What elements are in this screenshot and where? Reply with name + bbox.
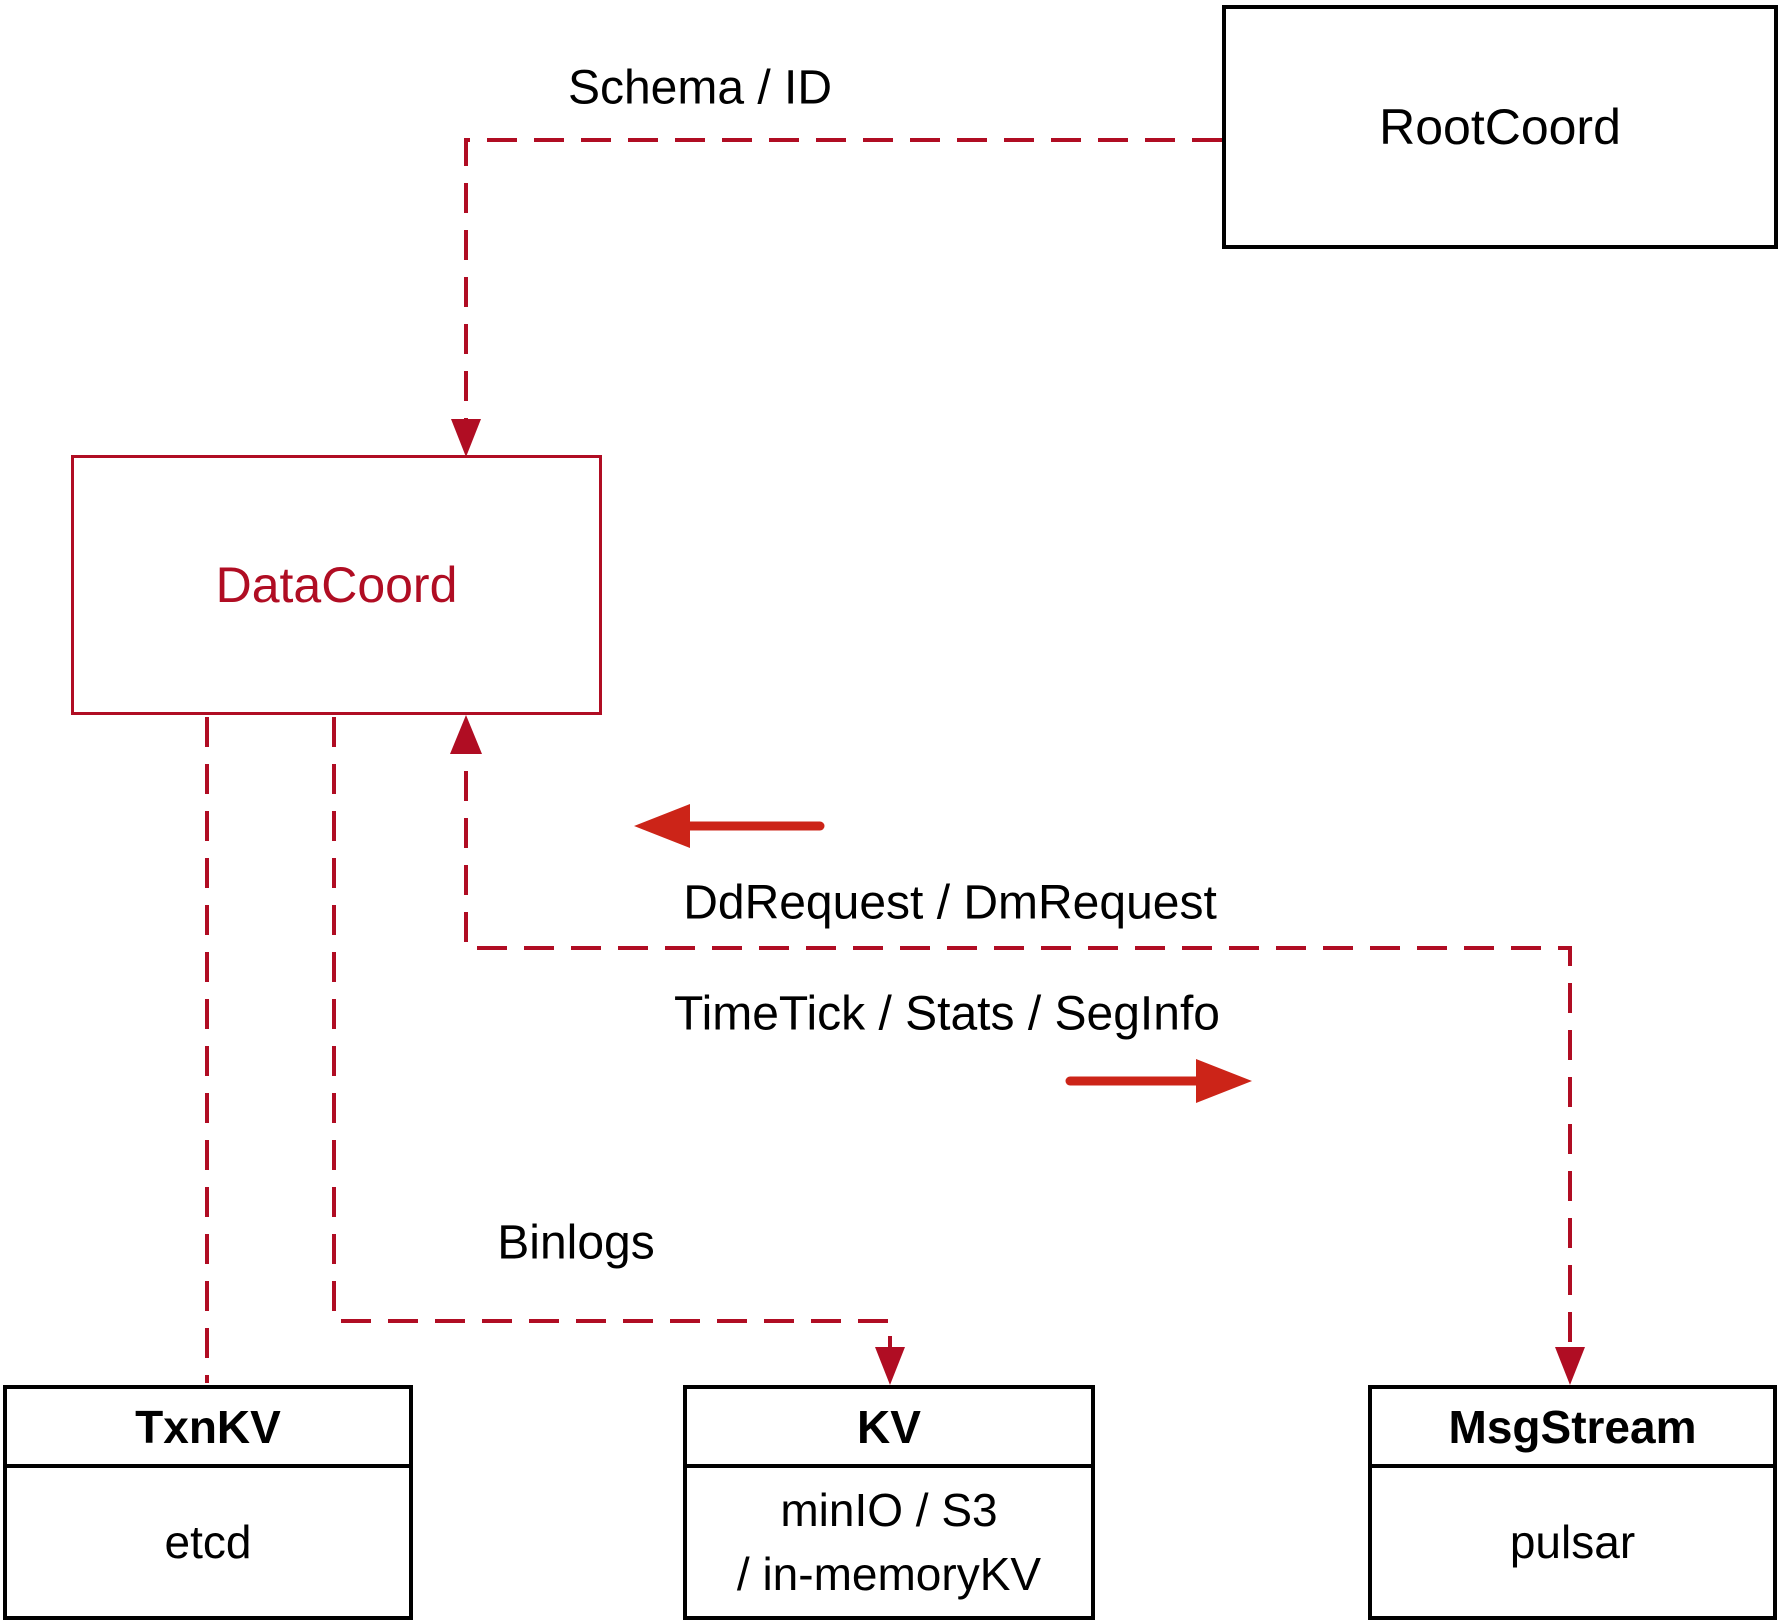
edge-label-schema-id: Schema / ID: [567, 61, 833, 115]
msgstream-title: MsgStream: [1372, 1389, 1773, 1468]
edge-schema-id-dashed-line: [464, 138, 1222, 448]
kv-title: KV: [687, 1389, 1091, 1468]
rootcoord-label: RootCoord: [1379, 99, 1621, 155]
txnkv-body-label: etcd: [164, 1515, 252, 1568]
node-datacoord: DataCoord: [71, 455, 602, 715]
edge-requests-arrowhead-up-icon: [450, 715, 482, 754]
node-msgstream: MsgStream pulsar: [1368, 1385, 1777, 1620]
edge-requests-dashed-line: [464, 724, 1572, 1376]
edge-label-binlogs: Binlogs: [497, 1216, 655, 1270]
edge-schema-id-arrowhead-down-icon: [451, 419, 481, 457]
node-kv: KV minIO / S3 / in-memoryKV: [683, 1385, 1095, 1620]
edge-label-timetick-stats-seginfo: TimeTick / Stats / SegInfo: [674, 987, 1220, 1041]
datacoord-label: DataCoord: [215, 557, 458, 613]
right-direction-arrow-head-icon: [1196, 1059, 1252, 1103]
edge-binlogs-arrowhead-down-icon: [875, 1347, 905, 1385]
msgstream-body-label: pulsar: [1509, 1515, 1636, 1568]
left-direction-arrow-head-icon: [634, 804, 690, 848]
kv-body-line2: / in-memoryKV: [736, 1548, 1042, 1600]
node-txnkv: TxnKV etcd: [3, 1385, 413, 1620]
edge-binlogs-dashed-line: [332, 717, 892, 1376]
edge-label-dd-dm-request: DdRequest / DmRequest: [683, 876, 1217, 930]
kv-body-line1: minIO / S3: [780, 1483, 998, 1536]
txnkv-title: TxnKV: [7, 1389, 409, 1468]
node-rootcoord: RootCoord: [1222, 5, 1778, 249]
edge-requests-arrowhead-down-icon: [1555, 1347, 1585, 1385]
